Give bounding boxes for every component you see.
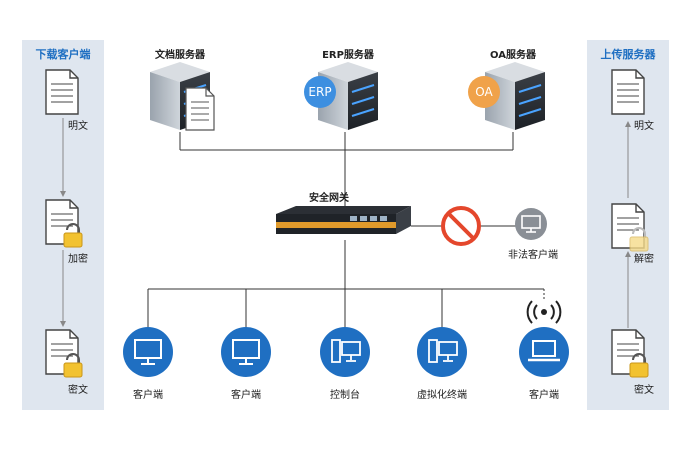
plaintext-doc-icon-right [611,69,645,115]
oa-badge [468,76,500,108]
oa-server-icon [485,62,545,130]
client-2-icon [221,327,271,377]
document-server-icon [150,62,215,131]
plaintext-doc-icon-left [45,69,79,115]
virtual-terminal-label: 虚拟化终端 [417,390,467,401]
client-1-label: 客户端 [133,390,163,401]
erp-badge [304,76,336,108]
gateway-label: 安全网关 [309,193,349,204]
erp-server-label: ERP服务器 [322,50,374,61]
console-label: 控制台 [330,390,360,401]
right-ciphertext-label: 密文 [634,385,654,396]
oa-server-label: OA服务器 [490,50,536,61]
right-plaintext-label: 明文 [634,121,654,132]
wireless-signal-icon [526,300,562,324]
connection-lines [147,132,545,328]
ciphertext-doc-icon-right [611,329,649,378]
download-client-title: 下载客户端 [35,48,91,61]
left-ciphertext-label: 密文 [68,385,88,396]
right-decrypt-label: 解密 [634,254,654,265]
virtual-terminal-icon [417,327,467,377]
encrypting-doc-icon-left [45,199,83,248]
oa-badge-text: OA [475,85,493,99]
laptop-client-icon [519,327,569,377]
document-server-label: 文档服务器 [155,50,205,61]
client-2-label: 客户端 [231,390,261,401]
decrypting-doc-icon-right [611,203,649,252]
prohibited-icon [441,206,481,246]
left-encrypt-label: 加密 [68,254,88,265]
erp-badge-text: ERP [308,85,332,99]
illegal-client-icon [515,208,547,240]
console-icon [320,327,370,377]
illegal-client-label: 非法客户端 [508,250,558,261]
upload-server-title: 上传服务器 [600,48,656,61]
left-plaintext-label: 明文 [68,121,88,132]
security-gateway-icon [276,206,411,234]
ciphertext-doc-icon-left [45,329,83,378]
laptop-client-label: 客户端 [529,390,559,401]
client-1-icon [123,327,173,377]
